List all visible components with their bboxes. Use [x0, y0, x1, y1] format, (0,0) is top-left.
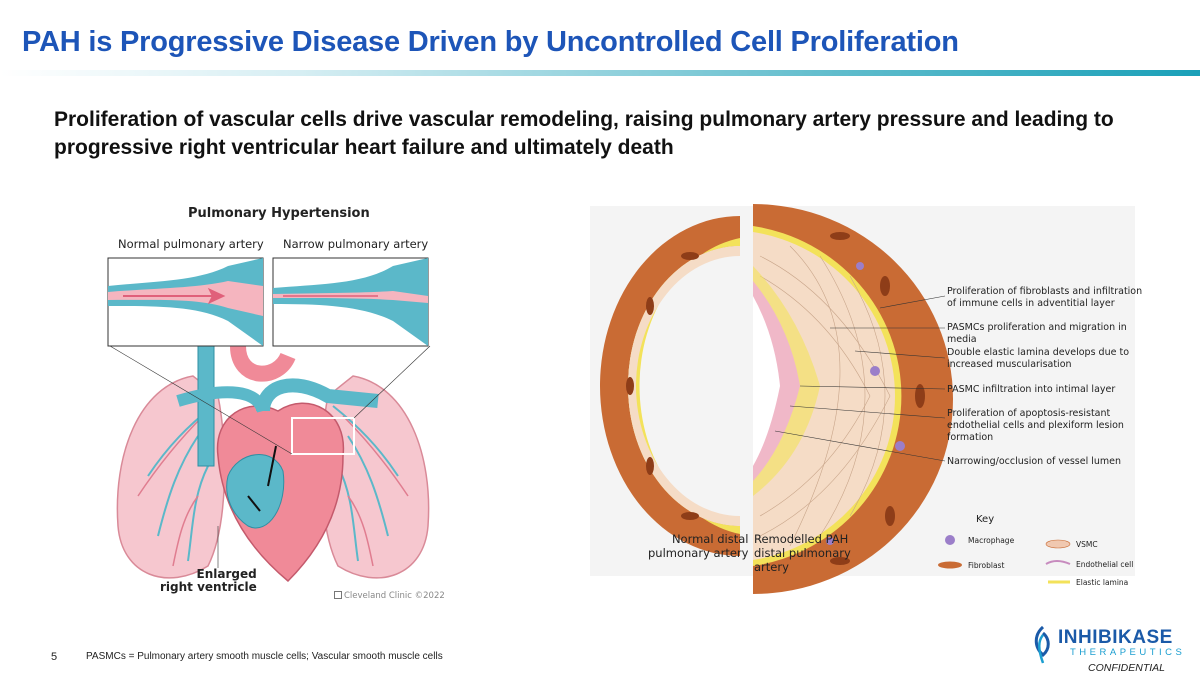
company-logo: INHIBIKASE THERAPEUTICS	[1030, 625, 1195, 665]
title-divider	[0, 70, 1200, 76]
narrow-artery-label: Narrow pulmonary artery	[283, 237, 429, 251]
logo-mark-icon	[1034, 625, 1050, 664]
remodelled-caption-line-1: Remodelled PAH	[754, 532, 849, 546]
page-number: 5	[51, 651, 58, 663]
footnote: PASMCs = Pulmonary artery smooth muscle …	[86, 651, 443, 662]
credit-year: ©2022	[414, 591, 445, 601]
slide-title: PAH is Progressive Disease Driven by Unc…	[22, 26, 959, 58]
normal-artery-caption: Normal distal pulmonary artery	[648, 532, 748, 560]
heart-lungs-illustration	[107, 257, 431, 583]
normal-caption-line-1: Normal distal	[671, 532, 749, 546]
annotation-elastic-lamina: Double elastic lamina develops due to in…	[947, 347, 1130, 370]
remodelled-artery-caption: Remodelled PAH distal pulmonary artery	[754, 532, 851, 574]
figure-title: Pulmonary Hypertension	[188, 206, 370, 221]
artery-cross-section	[590, 204, 1135, 594]
annotation-lumen: Narrowing/occlusion of vessel lumen	[947, 456, 1122, 467]
cleveland-clinic-credit: Cleveland Clinic ©2022	[334, 591, 445, 601]
enlarged-line-1: Enlarged	[196, 567, 257, 581]
remodelled-caption-line-3: artery	[754, 560, 789, 574]
key-elastic: Elastic lamina	[1076, 578, 1129, 587]
key-fibroblast: Fibroblast	[968, 561, 1005, 570]
enlarged-line-2: right ventricle	[160, 580, 257, 594]
narrow-artery-inset	[272, 257, 429, 347]
logo-subtitle: THERAPEUTICS	[1070, 647, 1186, 658]
confidential-label: CONFIDENTIAL	[1088, 662, 1166, 674]
annotation-endothelial: Proliferation of apoptosis-resistant end…	[947, 408, 1124, 443]
key-vsmc: VSMC	[1076, 540, 1098, 549]
normal-artery-inset	[107, 257, 264, 347]
normal-caption-line-2: pulmonary artery	[648, 546, 749, 560]
key-icons	[938, 535, 1071, 584]
slide-subtitle: Proliferation of vascular cells drive va…	[54, 108, 1114, 159]
normal-artery-label: Normal pulmonary artery	[118, 237, 264, 251]
annotation-media: PASMCs proliferation and migration in me…	[947, 322, 1127, 345]
remodelled-caption-line-2: distal pulmonary	[754, 546, 851, 560]
annotation-adventitial: Proliferation of fibroblasts and infiltr…	[947, 286, 1143, 309]
pulmonary-hypertension-figure: Pulmonary Hypertension Normal pulmonary …	[98, 196, 448, 616]
enlarged-ventricle-label: Enlarged right ventricle	[160, 568, 257, 594]
key-endothelial: Endothelial cell	[1076, 560, 1134, 569]
cleveland-clinic-icon	[334, 591, 342, 599]
artery-remodeling-figure: Proliferation of fibroblasts and infiltr…	[590, 196, 1150, 596]
annotation-intimal: PASMC infiltration into intimal layer	[947, 384, 1116, 395]
credit-brand: Cleveland Clinic	[344, 591, 412, 601]
logo-name: INHIBIKASE	[1058, 627, 1173, 648]
key-title: Key	[976, 514, 995, 525]
key-macrophage: Macrophage	[968, 536, 1015, 545]
